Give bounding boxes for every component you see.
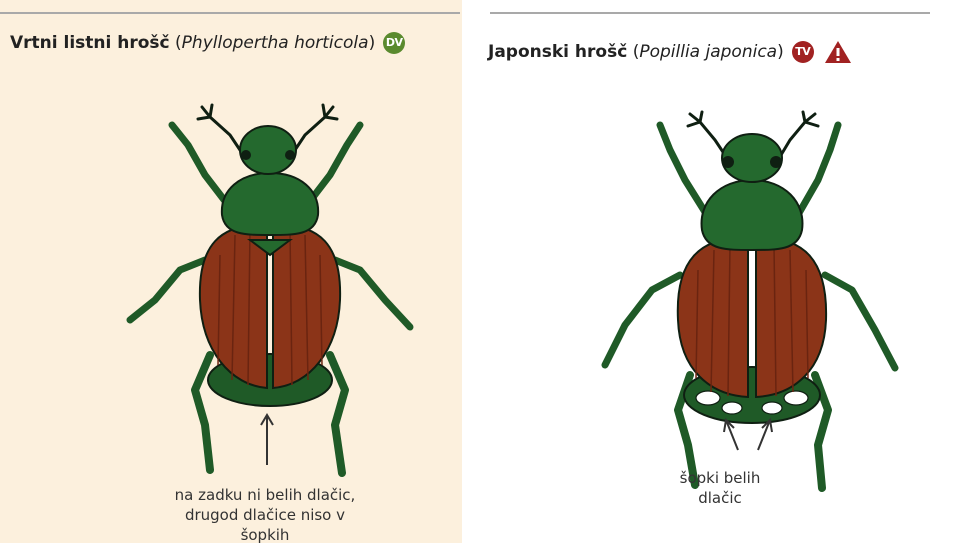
warning-triangle-icon (824, 40, 852, 64)
middle-leg-left (605, 275, 680, 365)
front-leg-right (795, 125, 838, 220)
panel-garden-chafer: Vrtni listni hrošč ( Phyllopertha hortic… (0, 0, 462, 543)
paren-open: ( (633, 42, 640, 62)
common-name: Vrtni listni hrošč (10, 33, 170, 53)
paren-close: ) (369, 33, 376, 53)
pointer-arrow (261, 415, 273, 465)
paren-close: ) (777, 42, 784, 62)
caption: šopki belih dlačic (640, 468, 800, 508)
pointer-arrows (724, 420, 772, 450)
eye-right (285, 150, 295, 160)
japanese-beetle-illustration (590, 110, 910, 500)
species-title: Vrtni listni hrošč ( Phyllopertha hortic… (10, 32, 405, 54)
panel-japanese-beetle: Japonski hrošč ( Popillia japonica ) TV (470, 0, 959, 543)
latin-name: Phyllopertha horticola (182, 33, 369, 53)
front-leg-right (307, 125, 360, 205)
status-badge: TV (792, 41, 814, 63)
common-name: Japonski hrošč (488, 42, 627, 62)
pronotum (222, 173, 318, 235)
front-leg-left (172, 125, 228, 205)
latin-name: Popillia japonica (639, 42, 777, 62)
species-title: Japonski hrošč ( Popillia japonica ) TV (488, 40, 852, 64)
hind-leg-left (195, 355, 210, 470)
middle-leg-left (130, 260, 205, 320)
eye-right (770, 156, 782, 168)
middle-leg-right (335, 260, 410, 327)
head (240, 126, 296, 174)
antenna-club-left (198, 105, 212, 119)
eye-left (722, 156, 734, 168)
hind-leg-right (330, 355, 345, 473)
status-badge: DV (383, 32, 405, 54)
pronotum (702, 180, 803, 250)
divider (0, 12, 460, 14)
divider (490, 12, 930, 14)
paren-open: ( (175, 33, 182, 53)
middle-leg-right (825, 275, 895, 368)
eye-left (241, 150, 251, 160)
garden-chafer-illustration (110, 95, 430, 490)
antenna-club-right (323, 105, 337, 119)
front-leg-left (660, 125, 710, 220)
caption: na zadku ni belih dlačic, drugod dlačice… (140, 485, 390, 543)
